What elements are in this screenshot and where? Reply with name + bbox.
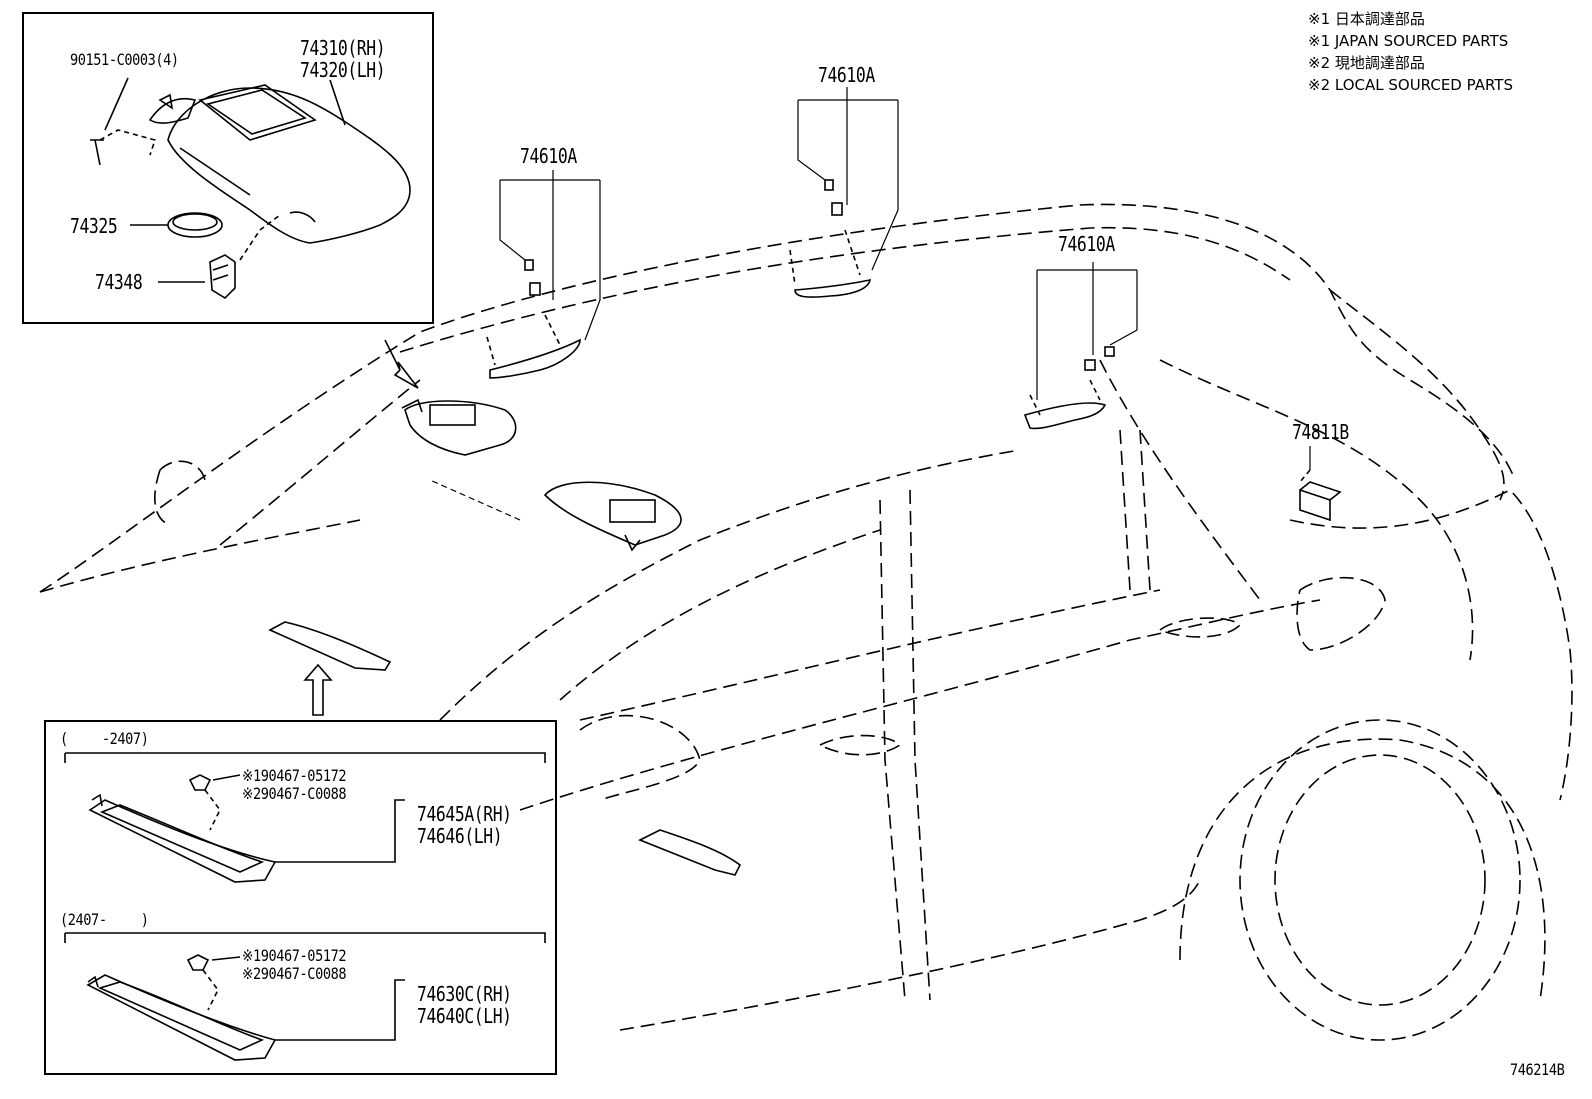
note-1-en: ※1 JAPAN SOURCED PARTS: [1308, 32, 1509, 50]
label-part-a-rh: 74645A(RH): [417, 802, 512, 826]
visor-detail: [90, 77, 411, 300]
indicator-arrows: [303, 339, 419, 716]
visor-detail-box: [22, 12, 434, 324]
label-part-b-rh: 74630C(RH): [417, 982, 512, 1006]
trim-detail-upper: [64, 752, 546, 883]
rear-light-74811b: [1299, 469, 1342, 522]
label-clip-a2: ※290467-C0088: [242, 784, 347, 803]
label-period-a: ( -2407): [60, 729, 149, 748]
vehicle-outline: [39, 203, 1573, 1041]
figure-id: 746214B: [1510, 1060, 1565, 1079]
trim-detail-lower: [64, 932, 546, 1061]
label-holder: 74348: [95, 270, 143, 294]
label-clip-b2: ※290467-C0088: [242, 964, 347, 983]
label-part-a-lh: 74646(LH): [417, 824, 503, 848]
label-grip-center: 74610A: [818, 63, 875, 87]
assist-grip-center: [789, 179, 872, 298]
label-screw: 90151-C0003(4): [70, 50, 179, 69]
sun-visor-lh-installed: [543, 481, 682, 552]
assist-grip-front: [486, 259, 581, 379]
note-2-en: ※2 LOCAL SOURCED PARTS: [1308, 76, 1513, 94]
leader-lines: [429, 87, 1311, 521]
label-rear-part: 74811B: [1292, 420, 1349, 444]
label-visor-rh: 74310(RH): [300, 36, 386, 60]
label-grip-front: 74610A: [520, 144, 577, 168]
cowl-trim-installed: [268, 621, 742, 876]
label-part-b-lh: 74640C(LH): [417, 1004, 512, 1028]
note-2-jp: ※2 現地調達部品: [1308, 54, 1425, 72]
sun-visor-rh-installed: [401, 398, 517, 456]
label-period-b: (2407- ): [60, 910, 149, 929]
label-clip-b1: ※190467-05172: [242, 946, 347, 965]
assist-grip-rear: [1023, 346, 1115, 430]
trim-detail-box: [44, 720, 557, 1075]
label-mirror-cover: 74325: [70, 214, 118, 238]
label-clip-a1: ※190467-05172: [242, 766, 347, 785]
label-grip-rear: 74610A: [1058, 232, 1115, 256]
label-visor-lh: 74320(LH): [300, 58, 386, 82]
note-1-jp: ※1 日本調達部品: [1308, 10, 1425, 28]
